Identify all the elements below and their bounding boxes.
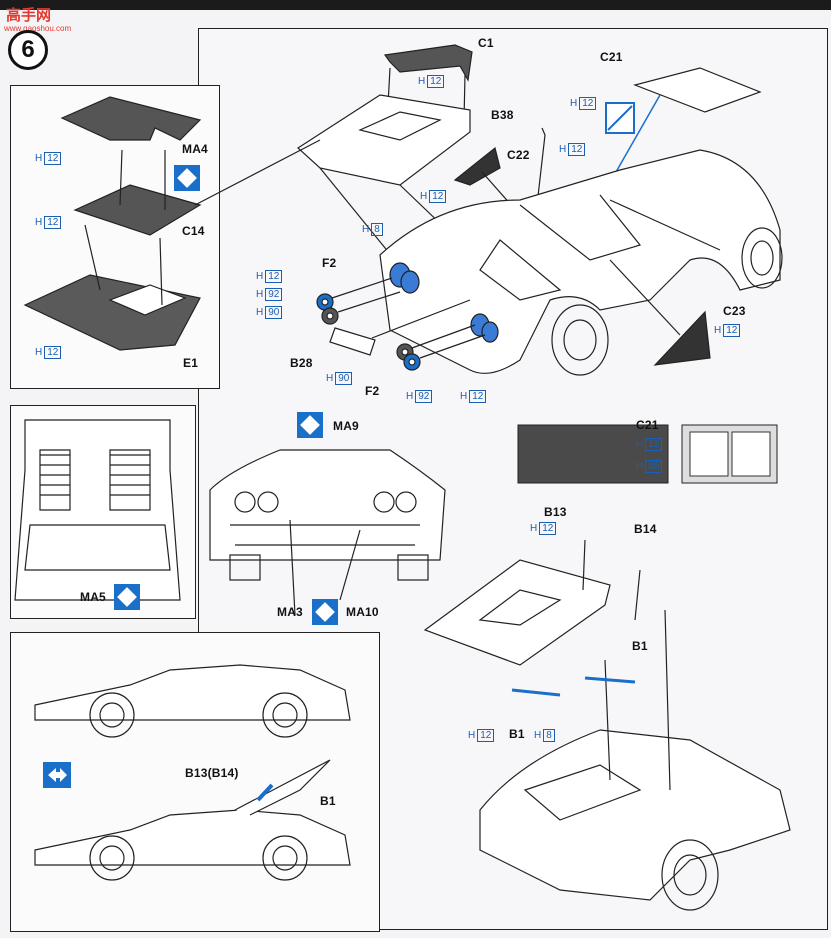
decal-marker-ma3-ma10 <box>312 599 338 625</box>
label-f2-top: F2 <box>322 256 337 270</box>
label-ma9: MA9 <box>333 419 359 433</box>
watermark-url: www.gaoshou.com <box>4 24 72 33</box>
label-ma3: MA3 <box>277 605 303 619</box>
label-b13: B13 <box>544 505 567 519</box>
label-b1-mid: B1 <box>632 639 648 653</box>
label-b1-side: B1 <box>320 794 336 808</box>
decal-marker-ma9 <box>297 412 323 438</box>
step-number: 6 <box>8 30 48 70</box>
label-ma10: MA10 <box>346 605 379 619</box>
label-c1: C1 <box>478 36 494 50</box>
label-c23: C23 <box>723 304 746 318</box>
label-b13-b14: B13(B14) <box>185 766 239 780</box>
label-c21-top: C21 <box>600 50 623 64</box>
label-ma5: MA5 <box>80 590 106 604</box>
decal-marker-ma5 <box>114 584 140 610</box>
label-ma4: MA4 <box>182 142 208 156</box>
decal-marker-ma4 <box>174 165 200 191</box>
label-b28: B28 <box>290 356 313 370</box>
label-c14: C14 <box>182 224 205 238</box>
label-f2-bottom: F2 <box>365 384 380 398</box>
watermark-site: 高手网 <box>6 7 52 24</box>
top-edge-bar <box>0 0 831 10</box>
label-c22: C22 <box>507 148 530 162</box>
label-b14: B14 <box>634 522 657 536</box>
label-e1: E1 <box>183 356 199 370</box>
label-b38: B38 <box>491 108 514 122</box>
label-c21-mid: C21 <box>636 418 659 432</box>
label-b1-bottom: B1 <box>509 727 525 741</box>
